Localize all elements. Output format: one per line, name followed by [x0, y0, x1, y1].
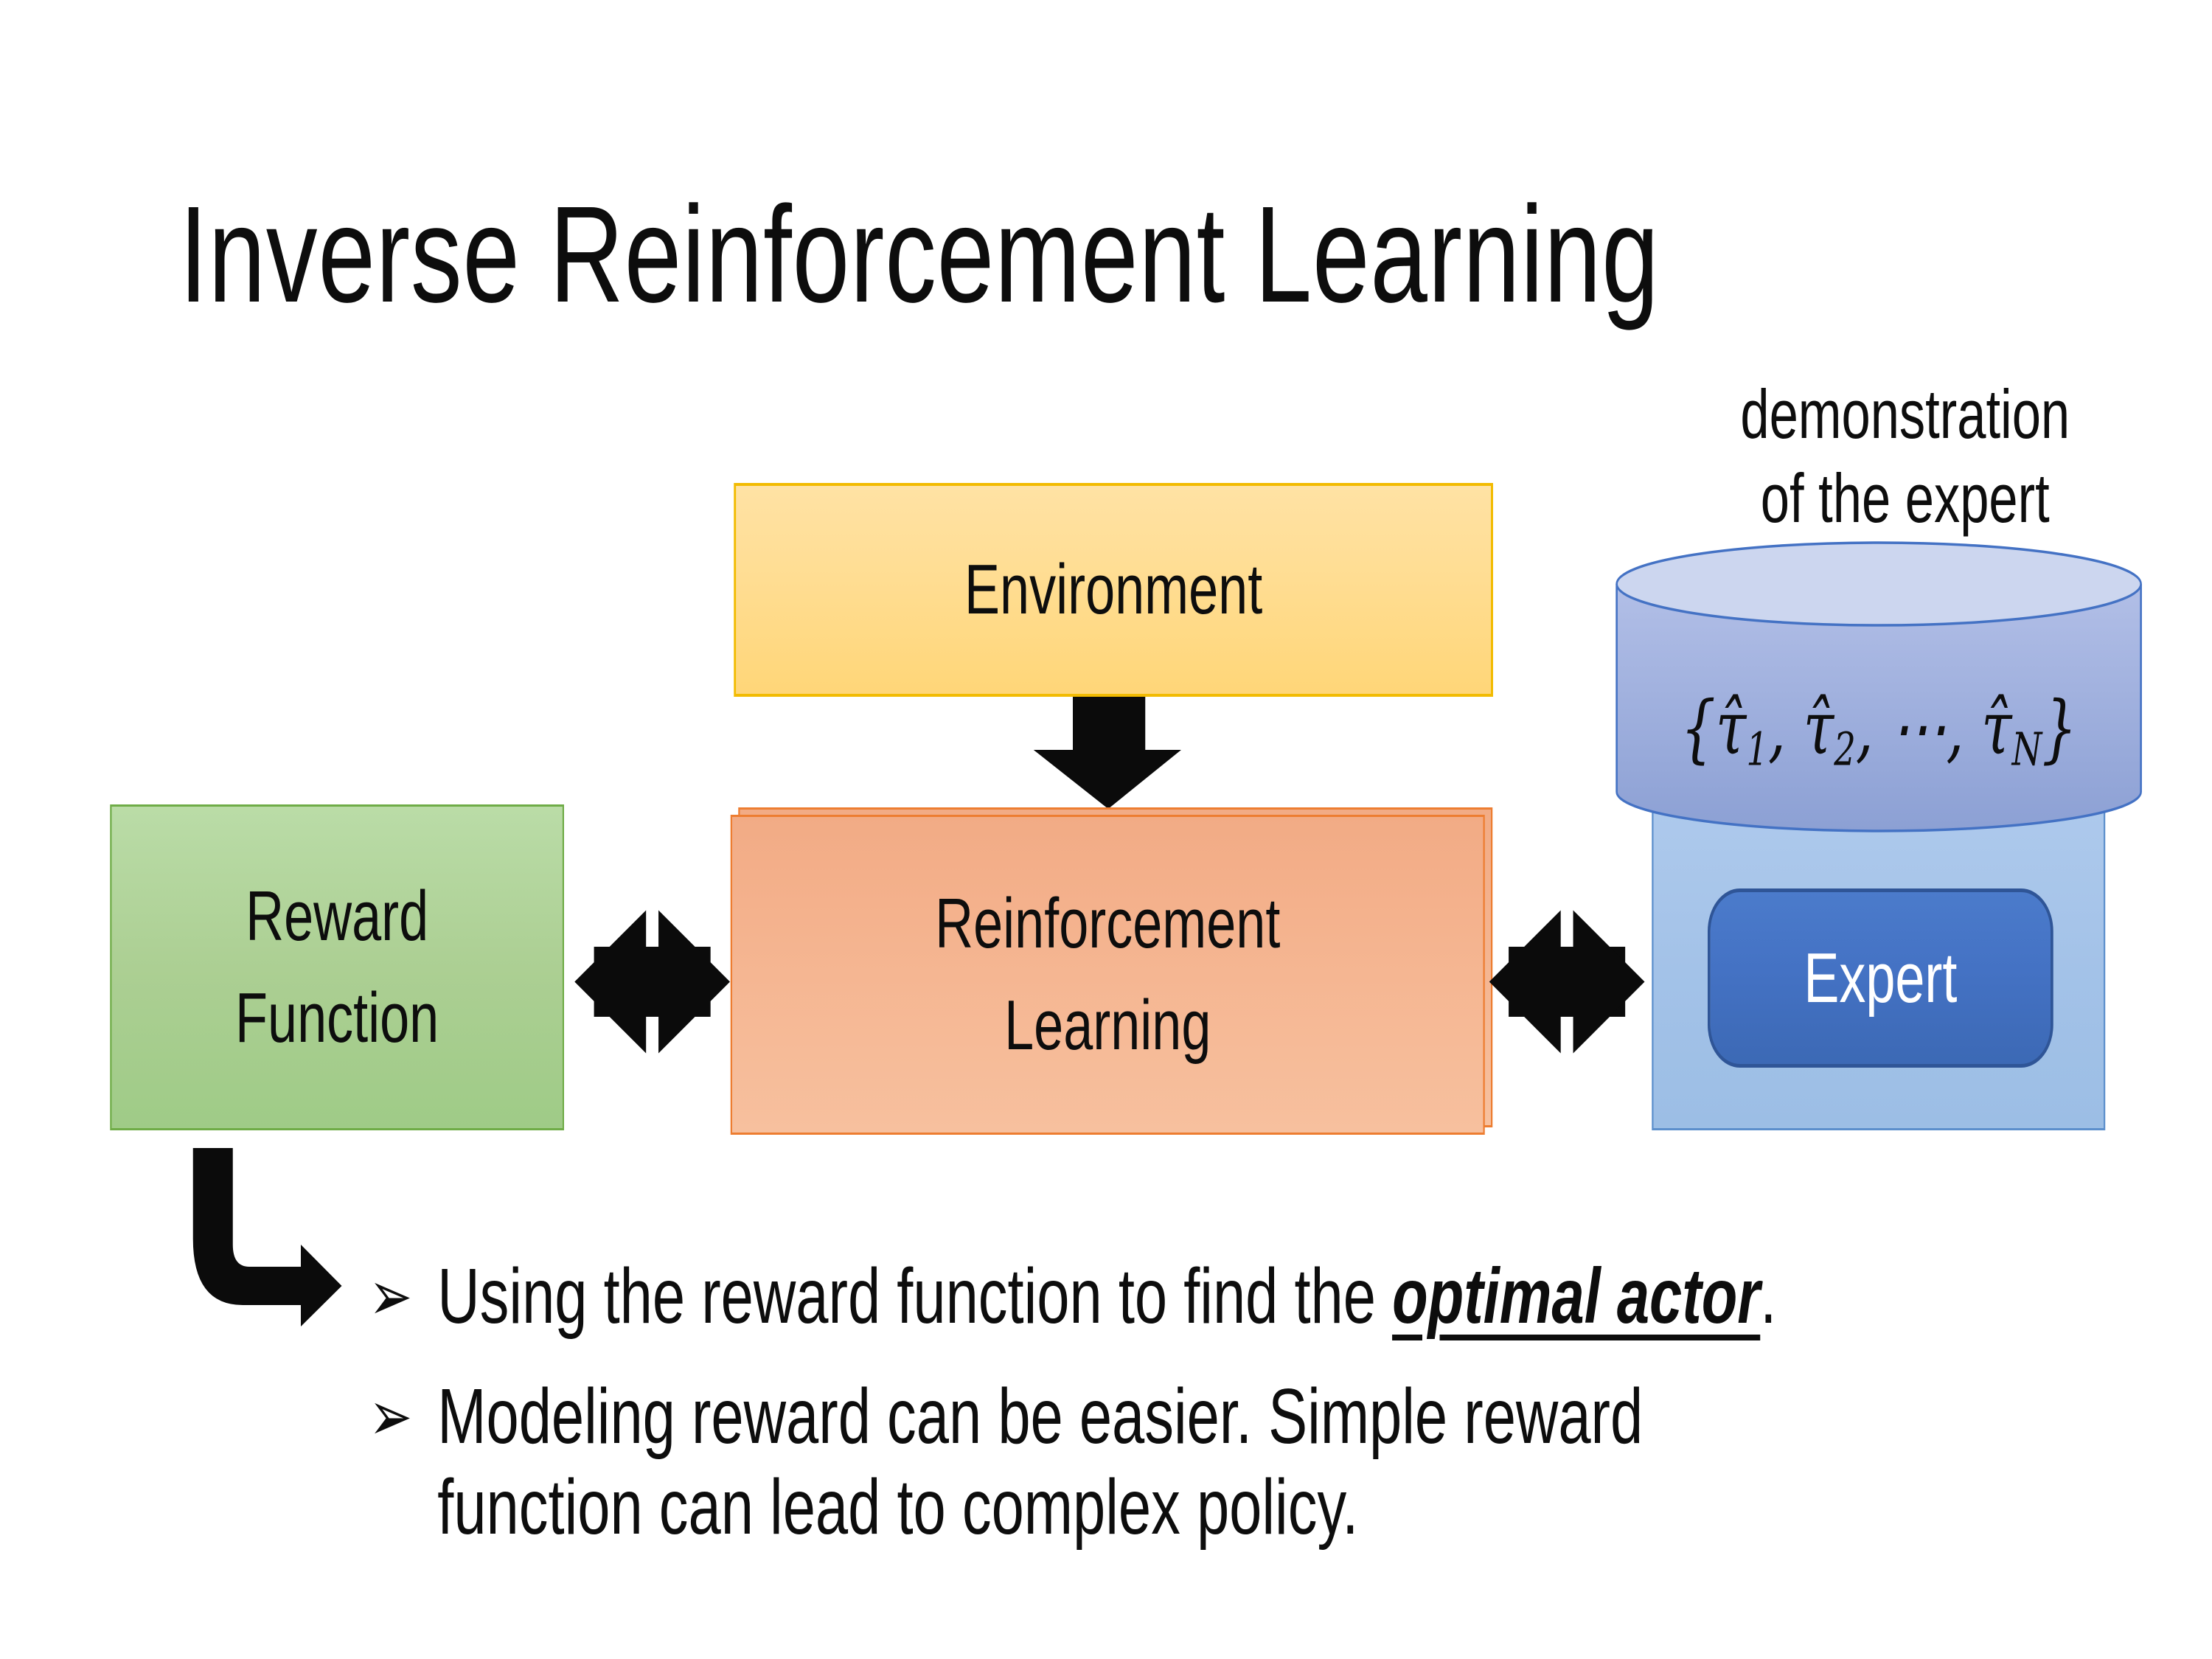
bullet-arrowhead-icon: ➢: [369, 1256, 413, 1337]
trajectory-set-formula: {τ̂1, τ̂2, ⋯, τ̂N}: [1680, 685, 2078, 776]
bullet-modeling-reward: ➢ Modeling reward can be easier. Simple …: [369, 1371, 1643, 1553]
bullet-text: Using the reward function to find the op…: [437, 1253, 1777, 1340]
expert-label: Expert: [1804, 938, 1958, 1018]
expert-box: Expert: [1708, 888, 2053, 1068]
reward-function-label: Reward Function: [235, 877, 439, 1057]
reinforcement-learning-label: Reinforcement Learning: [935, 884, 1281, 1065]
environment-box: Environment: [734, 483, 1493, 697]
bullet-arrowhead-icon: ➢: [369, 1377, 413, 1457]
down-arrow-icon: [1033, 697, 1181, 809]
bullet-optimal-actor: ➢ Using the reward function to find the …: [369, 1251, 1776, 1342]
double-arrow-left-icon: [574, 910, 730, 1054]
bent-elbow-arrow-icon: [192, 1148, 342, 1326]
double-arrow-right-icon: [1489, 910, 1645, 1054]
reward-function-box: Reward Function: [110, 804, 564, 1130]
reinforcement-learning-box: Reinforcement Learning: [730, 815, 1485, 1135]
bullet-text: Modeling reward can be easier. Simple re…: [437, 1373, 1644, 1551]
demonstration-annotation: demonstration of the expert: [1740, 375, 2070, 537]
environment-label: Environment: [964, 550, 1263, 629]
page-title: Inverse Reinforcement Learning: [179, 178, 1660, 331]
dataset-cylinder-icon: [1615, 541, 2142, 832]
optimal-actor-highlight: optimal actor: [1392, 1253, 1761, 1340]
